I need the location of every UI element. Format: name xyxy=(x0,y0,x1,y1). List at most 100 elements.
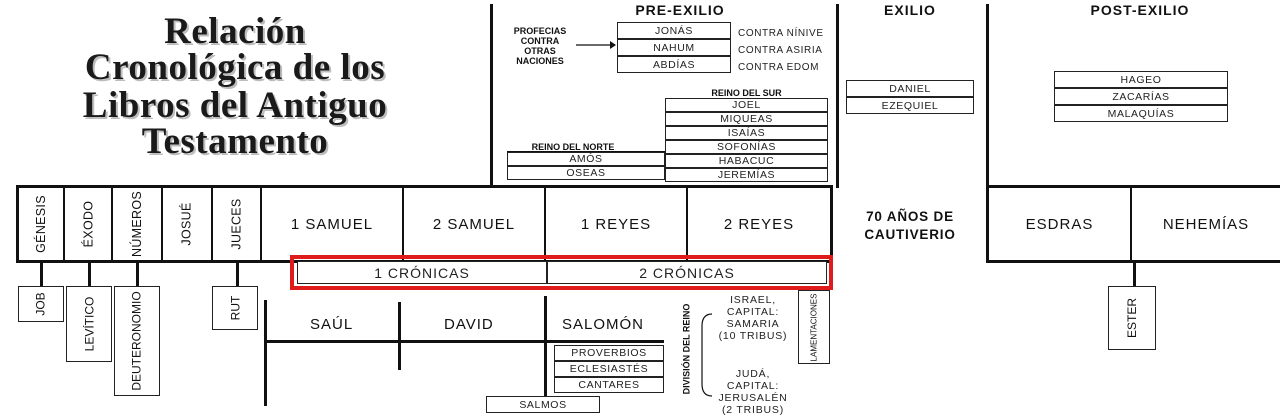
cell-1-reyes: 1 REYES xyxy=(546,186,688,262)
section-pre-exilio: PRE-EXILIO xyxy=(635,2,725,18)
reino-norte-underline xyxy=(507,151,665,152)
contra-ninive: CONTRA NÍNIVE xyxy=(738,28,824,39)
label-genesis: GÉNESIS xyxy=(34,195,48,253)
reino-norte-label: REINO DEL NORTE xyxy=(531,142,615,152)
book-job: JOB xyxy=(18,286,64,322)
label-job: JOB xyxy=(34,292,48,316)
book-amos: AMÓS xyxy=(507,152,665,166)
juda-line-1: JUDÁ, xyxy=(735,368,771,380)
cell-genesis: GÉNESIS xyxy=(19,186,65,262)
cell-2-samuel: 2 SAMUEL xyxy=(404,186,546,262)
connector-rut xyxy=(236,262,239,288)
reino-sur-label: REINO DEL SUR xyxy=(711,88,782,98)
juda-note: JUDÁ, CAPITAL: JERUSALÉN (2 TRIBUS) xyxy=(712,368,794,416)
book-lamentaciones: LAMENTACIONES xyxy=(798,290,830,364)
kings-rail xyxy=(264,340,664,343)
label-exodo: ÉXODO xyxy=(81,200,95,248)
book-isaias: ISAÍAS xyxy=(665,126,828,140)
cautiverio-label: 70 AÑOS DE CAUTIVERIO xyxy=(840,208,980,244)
israel-line-3: SAMARIA xyxy=(726,318,780,330)
title-line-1: Relación xyxy=(164,11,306,52)
israel-line-1: ISRAEL, xyxy=(730,294,776,306)
book-proverbios: PROVERBIOS xyxy=(554,345,664,361)
contra-edom: CONTRA EDOM xyxy=(738,62,820,73)
label-levitico: LEVÍTICO xyxy=(82,296,96,352)
cell-josue: JOSUÉ xyxy=(163,186,213,262)
section-post-exilio: POST-EXILIO xyxy=(1090,2,1190,18)
title-line-4: Testamento xyxy=(141,121,329,162)
contra-asiria: CONTRA ASIRIA xyxy=(738,45,823,56)
cautiverio-line-2: CAUTIVERIO xyxy=(864,227,956,242)
connector-ester xyxy=(1133,262,1136,288)
book-cantares: CANTARES xyxy=(554,377,664,393)
arrow-icon xyxy=(576,41,616,49)
book-oseas: OSEAS xyxy=(507,166,665,180)
cell-2-reyes: 2 REYES xyxy=(688,186,833,262)
label-ester: ESTER xyxy=(1124,297,1139,339)
label-jueces: JUECES xyxy=(229,198,244,250)
label-lamentaciones: LAMENTACIONES xyxy=(809,293,819,361)
book-abdias: ABDÍAS xyxy=(617,56,731,73)
title-line-3: Libros del Antiguo xyxy=(82,85,388,126)
israel-line-4: (10 TRIBUS) xyxy=(718,330,788,342)
king-david: DAVID xyxy=(444,316,494,333)
divider-exilio-left xyxy=(836,4,839,188)
israel-line-2: CAPITAL: xyxy=(726,306,780,318)
post-timeline-left-edge xyxy=(986,185,989,263)
post-timeline-bottom-rail xyxy=(986,260,1280,263)
label-rut: RUT xyxy=(227,295,242,321)
connector-levitico xyxy=(88,262,91,288)
book-rut: RUT xyxy=(212,286,258,330)
king-salomon: SALOMÓN xyxy=(562,316,645,333)
title-line-2: Cronológica de los xyxy=(84,47,386,88)
cell-jueces: JUECES xyxy=(213,186,262,262)
cronicas-highlight xyxy=(290,255,833,290)
book-salmos: SALMOS xyxy=(486,396,600,413)
juda-line-2: CAPITAL: xyxy=(726,380,780,392)
profecias-label-4: NACIONES xyxy=(516,56,564,66)
division-bracket xyxy=(701,313,713,397)
cell-numeros: NÚMEROS xyxy=(113,186,163,262)
book-sofonias: SOFONÍAS xyxy=(665,140,828,154)
juda-line-3: JERUSALÉN xyxy=(718,392,788,404)
juda-line-4: (2 TRIBUS) xyxy=(721,404,785,416)
king-saul: SAÚL xyxy=(310,316,354,333)
cell-esdras: ESDRAS xyxy=(989,186,1132,262)
divider-post-exilio-left xyxy=(986,4,989,188)
label-josue: JOSUÉ xyxy=(180,202,194,246)
book-zacarias: ZACARÍAS xyxy=(1054,88,1228,105)
book-miqueas: MIQUEAS xyxy=(665,112,828,126)
kings-divider-2 xyxy=(544,296,547,408)
cell-exodo: ÉXODO xyxy=(65,186,113,262)
cautiverio-line-1: 70 AÑOS DE xyxy=(866,209,954,224)
israel-note: ISRAEL, CAPITAL: SAMARIA (10 TRIBUS) xyxy=(712,294,794,342)
division-reino-label: DIVISIÓN DEL REINO xyxy=(675,296,697,402)
kings-divider-1 xyxy=(398,302,401,370)
book-habacuc: HABACUC xyxy=(665,154,828,168)
label-numeros: NÚMEROS xyxy=(130,191,144,257)
book-malaquias: MALAQUÍAS xyxy=(1054,105,1228,122)
book-levitico: LEVÍTICO xyxy=(66,286,112,362)
book-nahum: NAHUM xyxy=(617,39,731,56)
book-ester: ESTER xyxy=(1108,286,1156,350)
division-reino-text: DIVISIÓN DEL REINO xyxy=(681,303,692,395)
book-deuteronomio: DEUTERONOMIO xyxy=(114,286,160,396)
cell-1-samuel: 1 SAMUEL xyxy=(262,186,404,262)
profecias-label-3: OTRAS xyxy=(524,46,556,56)
post-timeline-top-rail xyxy=(986,185,1280,188)
profecias-label-2: CONTRA xyxy=(520,36,560,46)
book-jonas: JONÁS xyxy=(617,22,731,39)
kings-left-line xyxy=(264,300,267,406)
book-jeremias: JEREMÍAS xyxy=(665,168,828,182)
timeline-left-edge xyxy=(16,185,19,263)
connector-deuteronomio xyxy=(136,262,139,288)
divider-pre-exilio-left xyxy=(490,4,493,188)
book-ezequiel: EZEQUIEL xyxy=(846,97,974,114)
book-daniel: DANIEL xyxy=(846,80,974,97)
label-deuteronomio: DEUTERONOMIO xyxy=(130,291,144,391)
book-hageo: HAGEO xyxy=(1054,71,1228,88)
profecias-label-1: PROFECIAS xyxy=(513,26,567,36)
connector-job xyxy=(40,262,43,288)
book-eclesiastes: ECLESIASTÉS xyxy=(554,361,664,377)
cell-nehemias: NEHEMÍAS xyxy=(1162,215,1250,233)
